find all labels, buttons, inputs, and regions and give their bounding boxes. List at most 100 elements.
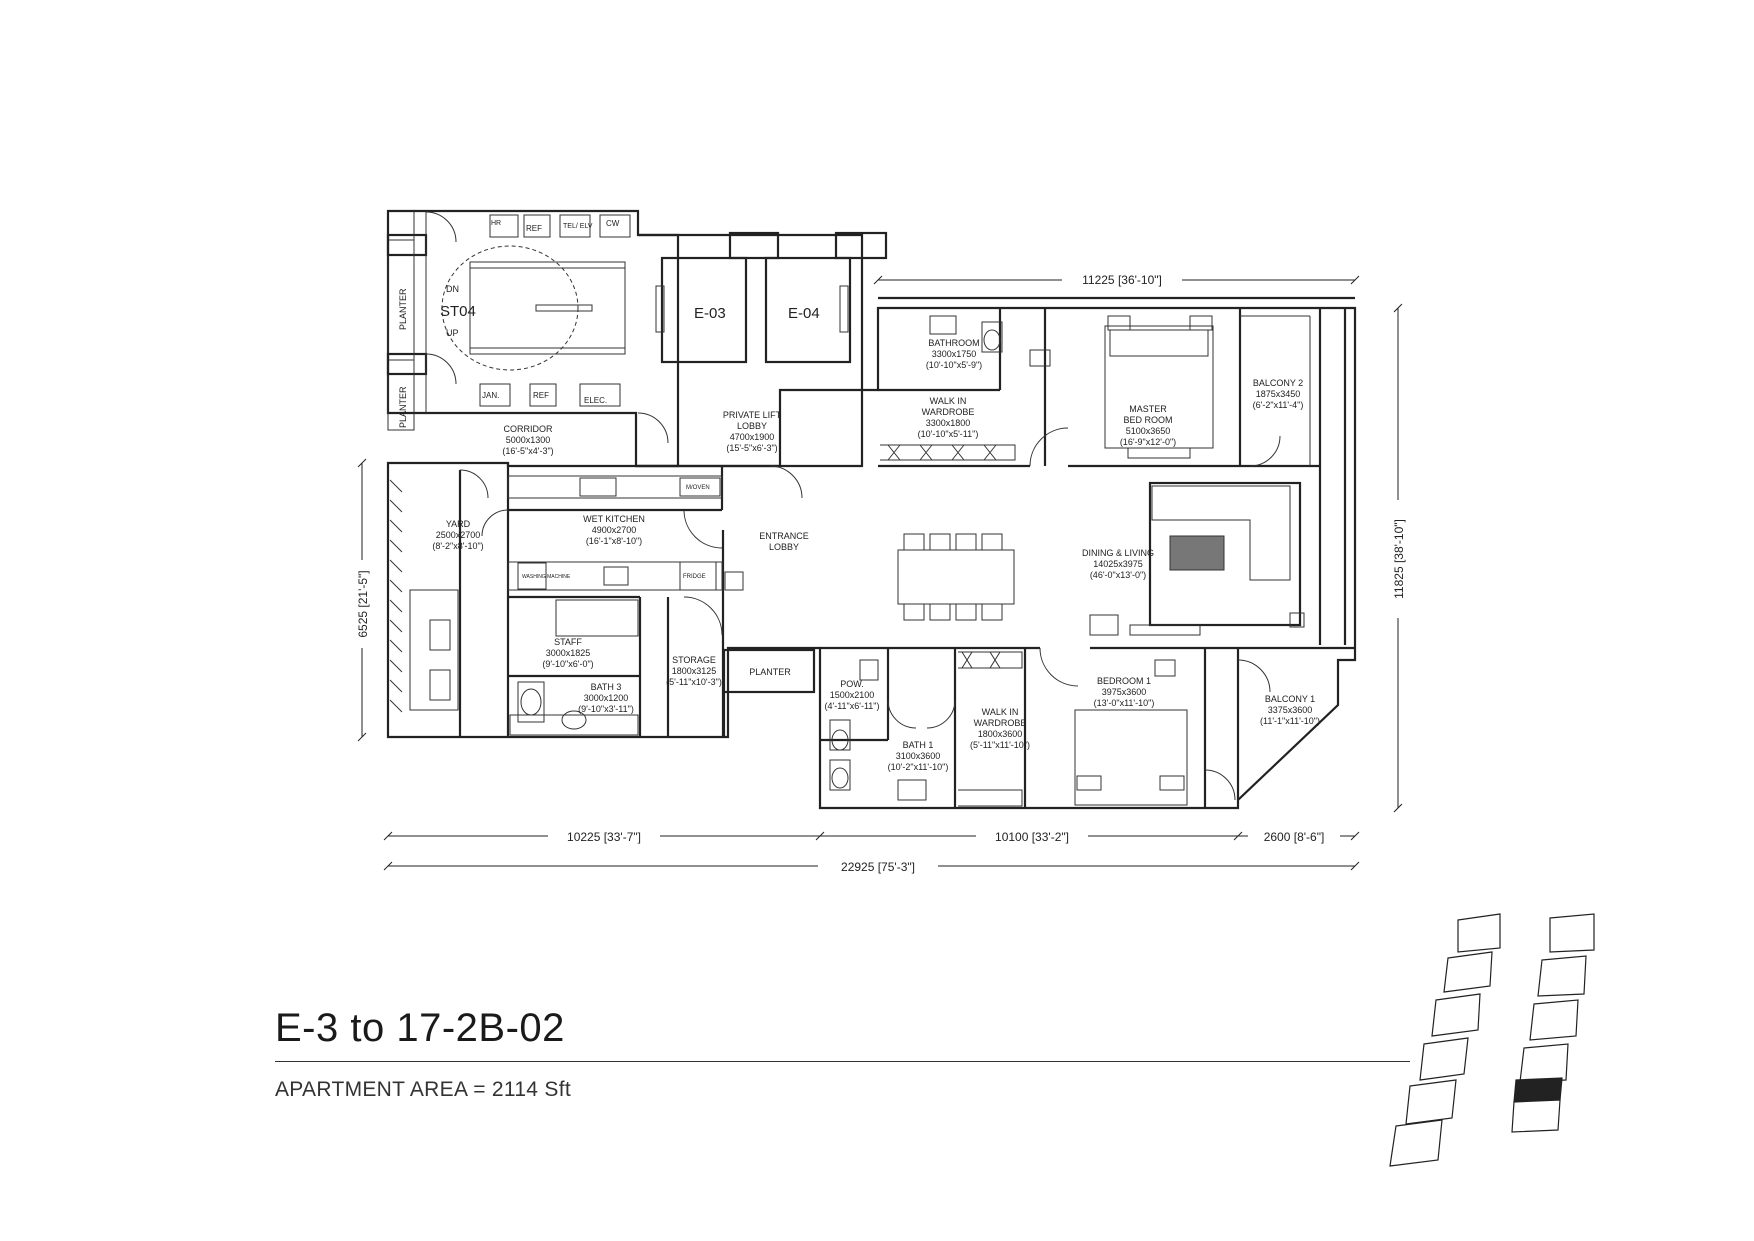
balcony-1-name: BALCONY 1	[1265, 694, 1315, 704]
bath-1-size: 3100x3600	[896, 751, 941, 761]
bathroom-size: 3300x1750	[932, 349, 977, 359]
bath-1-name: BATH 1	[903, 740, 934, 750]
hr-label: HR	[491, 220, 501, 227]
stair-label: ST04	[440, 303, 476, 320]
master-bed-name: MASTER	[1129, 404, 1167, 414]
lift-lobby-imperial: (15'-5"x6'-3")	[726, 443, 777, 453]
stair-treads	[470, 267, 625, 349]
lift-e03	[655, 256, 748, 364]
storage-size: 1800x3125	[672, 666, 717, 676]
dining-living-name: DINING & LIVING	[1082, 548, 1154, 558]
unit-title: E-3 to 17-2B-02	[275, 1006, 565, 1050]
lift-e04	[764, 256, 852, 364]
wet-kitchen-size: 4900x2700	[592, 525, 637, 535]
yard-size: 2500x2700	[436, 530, 481, 540]
staff-size: 3000x1825	[546, 648, 591, 658]
planter-name: PLANTER	[749, 667, 791, 677]
dim-bottom-1: 10225 [33'-7"]	[567, 830, 641, 844]
balcony-1-imperial: (11'-1"x11'-10")	[1260, 716, 1320, 726]
storage-imperial: (5'-11"x10'-3")	[666, 677, 722, 687]
pow-size: 1500x2100	[830, 690, 875, 700]
stair-st04	[441, 245, 626, 371]
wiw-master-imperial: (10'-10"x5'-11")	[918, 429, 979, 439]
dim-right: 11825 [38'-10"]	[1392, 519, 1406, 599]
balcony-1-size: 3375x3600	[1268, 705, 1313, 715]
fridge-label: FRIDGE	[683, 574, 706, 580]
balcony-2-imperial: (6'-2"x11'-4")	[1253, 400, 1304, 410]
dim-bottom-3: 2600 [8'-6"]	[1264, 830, 1325, 844]
yard-name: YARD	[446, 519, 471, 529]
jan-label: JAN.	[482, 391, 499, 400]
lift-lobby-name2: LOBBY	[737, 421, 767, 431]
core: PLANTER PLANTER ST04 DN UP HR REF TEL/ E…	[386, 209, 888, 468]
apartment-walls	[386, 296, 1357, 810]
lift-e04-label: E-04	[788, 305, 820, 322]
bedroom-1-name: BEDROOM 1	[1097, 676, 1151, 686]
bath-3-size: 3000x1200	[584, 693, 629, 703]
title-divider	[275, 1061, 1410, 1062]
wiw-1-imperial: (5'-11"x11'-10")	[970, 740, 1030, 750]
oven-label: M/OVEN	[686, 485, 710, 491]
ref-label-bottom: REF	[533, 391, 549, 400]
balcony-2-name: BALCONY 2	[1253, 378, 1303, 388]
lift-lobby-name: PRIVATE LIFT	[723, 410, 782, 420]
tel-elv-label: TEL/ ELV	[563, 223, 593, 230]
staff-name: STAFF	[554, 637, 582, 647]
corridor-imperial: (16'-5"x4'-3")	[502, 446, 553, 456]
wiw-1-name: WALK IN	[982, 707, 1019, 717]
pow-imperial: (4'-11"x6'-11")	[824, 701, 879, 711]
bedroom-1-imperial: (13'-0"x11'-10")	[1094, 698, 1155, 708]
master-bed-name2: BED ROOM	[1123, 415, 1172, 425]
stair-up-label: UP	[446, 328, 459, 338]
corridor-size: 5000x1300	[506, 435, 551, 445]
wet-kitchen-imperial: (16'-1"x8'-10")	[586, 536, 642, 546]
entrance-lobby-name2: LOBBY	[769, 542, 799, 552]
door-swings	[425, 211, 1281, 801]
core-planter-label-1: PLANTER	[398, 288, 408, 330]
key-plan	[1389, 913, 1595, 1167]
dim-top: 11225 [36'-10"]	[1082, 273, 1162, 287]
dimensions: 11225 [36'-10"] 11825 [38'-10"] 6525 [21…	[355, 272, 1406, 874]
ref-label-top: REF	[526, 224, 542, 233]
storage-name: STORAGE	[672, 655, 716, 665]
staff-imperial: (9'-10"x6'-0")	[542, 659, 593, 669]
key-plan-highlight	[1513, 1077, 1563, 1103]
yard-imperial: (8'-2"x8'-10")	[432, 541, 483, 551]
key-plan-tower-left	[1389, 913, 1501, 1167]
master-bed-imperial: (16'-9"x12'-0")	[1120, 437, 1176, 447]
wiw-master-name2: WARDROBE	[922, 407, 975, 417]
appliance-labels: M/OVEN FRIDGE WASHING MACHINE	[522, 485, 710, 580]
dim-bottom-2: 10100 [33'-2"]	[995, 830, 1069, 844]
washer-label: WASHING MACHINE	[522, 574, 571, 580]
room-labels: CORRIDOR 5000x1300 (16'-5"x4'-3") PRIVAT…	[432, 338, 1320, 772]
fixtures	[389, 315, 1305, 807]
bathroom-imperial: (10'-10"x5'-9")	[926, 360, 982, 370]
apartment-area: APARTMENT AREA = 2114 Sft	[275, 1078, 571, 1101]
pow-name: POW.	[840, 679, 864, 689]
wiw-master-name: WALK IN	[930, 396, 967, 406]
master-bed-size: 5100x3650	[1126, 426, 1171, 436]
key-plan-tower-right	[1511, 913, 1595, 1133]
bathroom-name: BATHROOM	[928, 338, 979, 348]
yard-louvres	[389, 479, 403, 713]
dim-left: 6525 [21'-5"]	[356, 570, 370, 637]
balcony-2-size: 1875x3450	[1256, 389, 1301, 399]
wiw-1-name2: WARDROBE	[974, 718, 1027, 728]
wet-kitchen-name: WET KITCHEN	[583, 514, 645, 524]
dim-overall: 22925 [75'-3"]	[841, 860, 915, 874]
dining-living-size: 14025x3975	[1093, 559, 1143, 569]
elec-label: ELEC.	[584, 396, 607, 405]
lift-e03-label: E-03	[694, 305, 726, 322]
stair-dn-label: DN	[446, 284, 459, 294]
bath-3-imperial: (9'-10"x3'-11")	[578, 704, 634, 714]
bath-3-name: BATH 3	[591, 682, 622, 692]
bath-1-imperial: (10'-2"x11'-10")	[888, 762, 949, 772]
core-planter-label-2: PLANTER	[398, 386, 408, 428]
lift-lobby-size: 4700x1900	[730, 432, 775, 442]
cw-label: CW	[606, 219, 620, 228]
wiw-master-size: 3300x1800	[926, 418, 971, 428]
dining-living-imperial: (46'-0"x13'-0")	[1090, 570, 1146, 580]
bedroom-1-size: 3975x3600	[1102, 687, 1147, 697]
entrance-lobby-name: ENTRANCE	[759, 531, 809, 541]
